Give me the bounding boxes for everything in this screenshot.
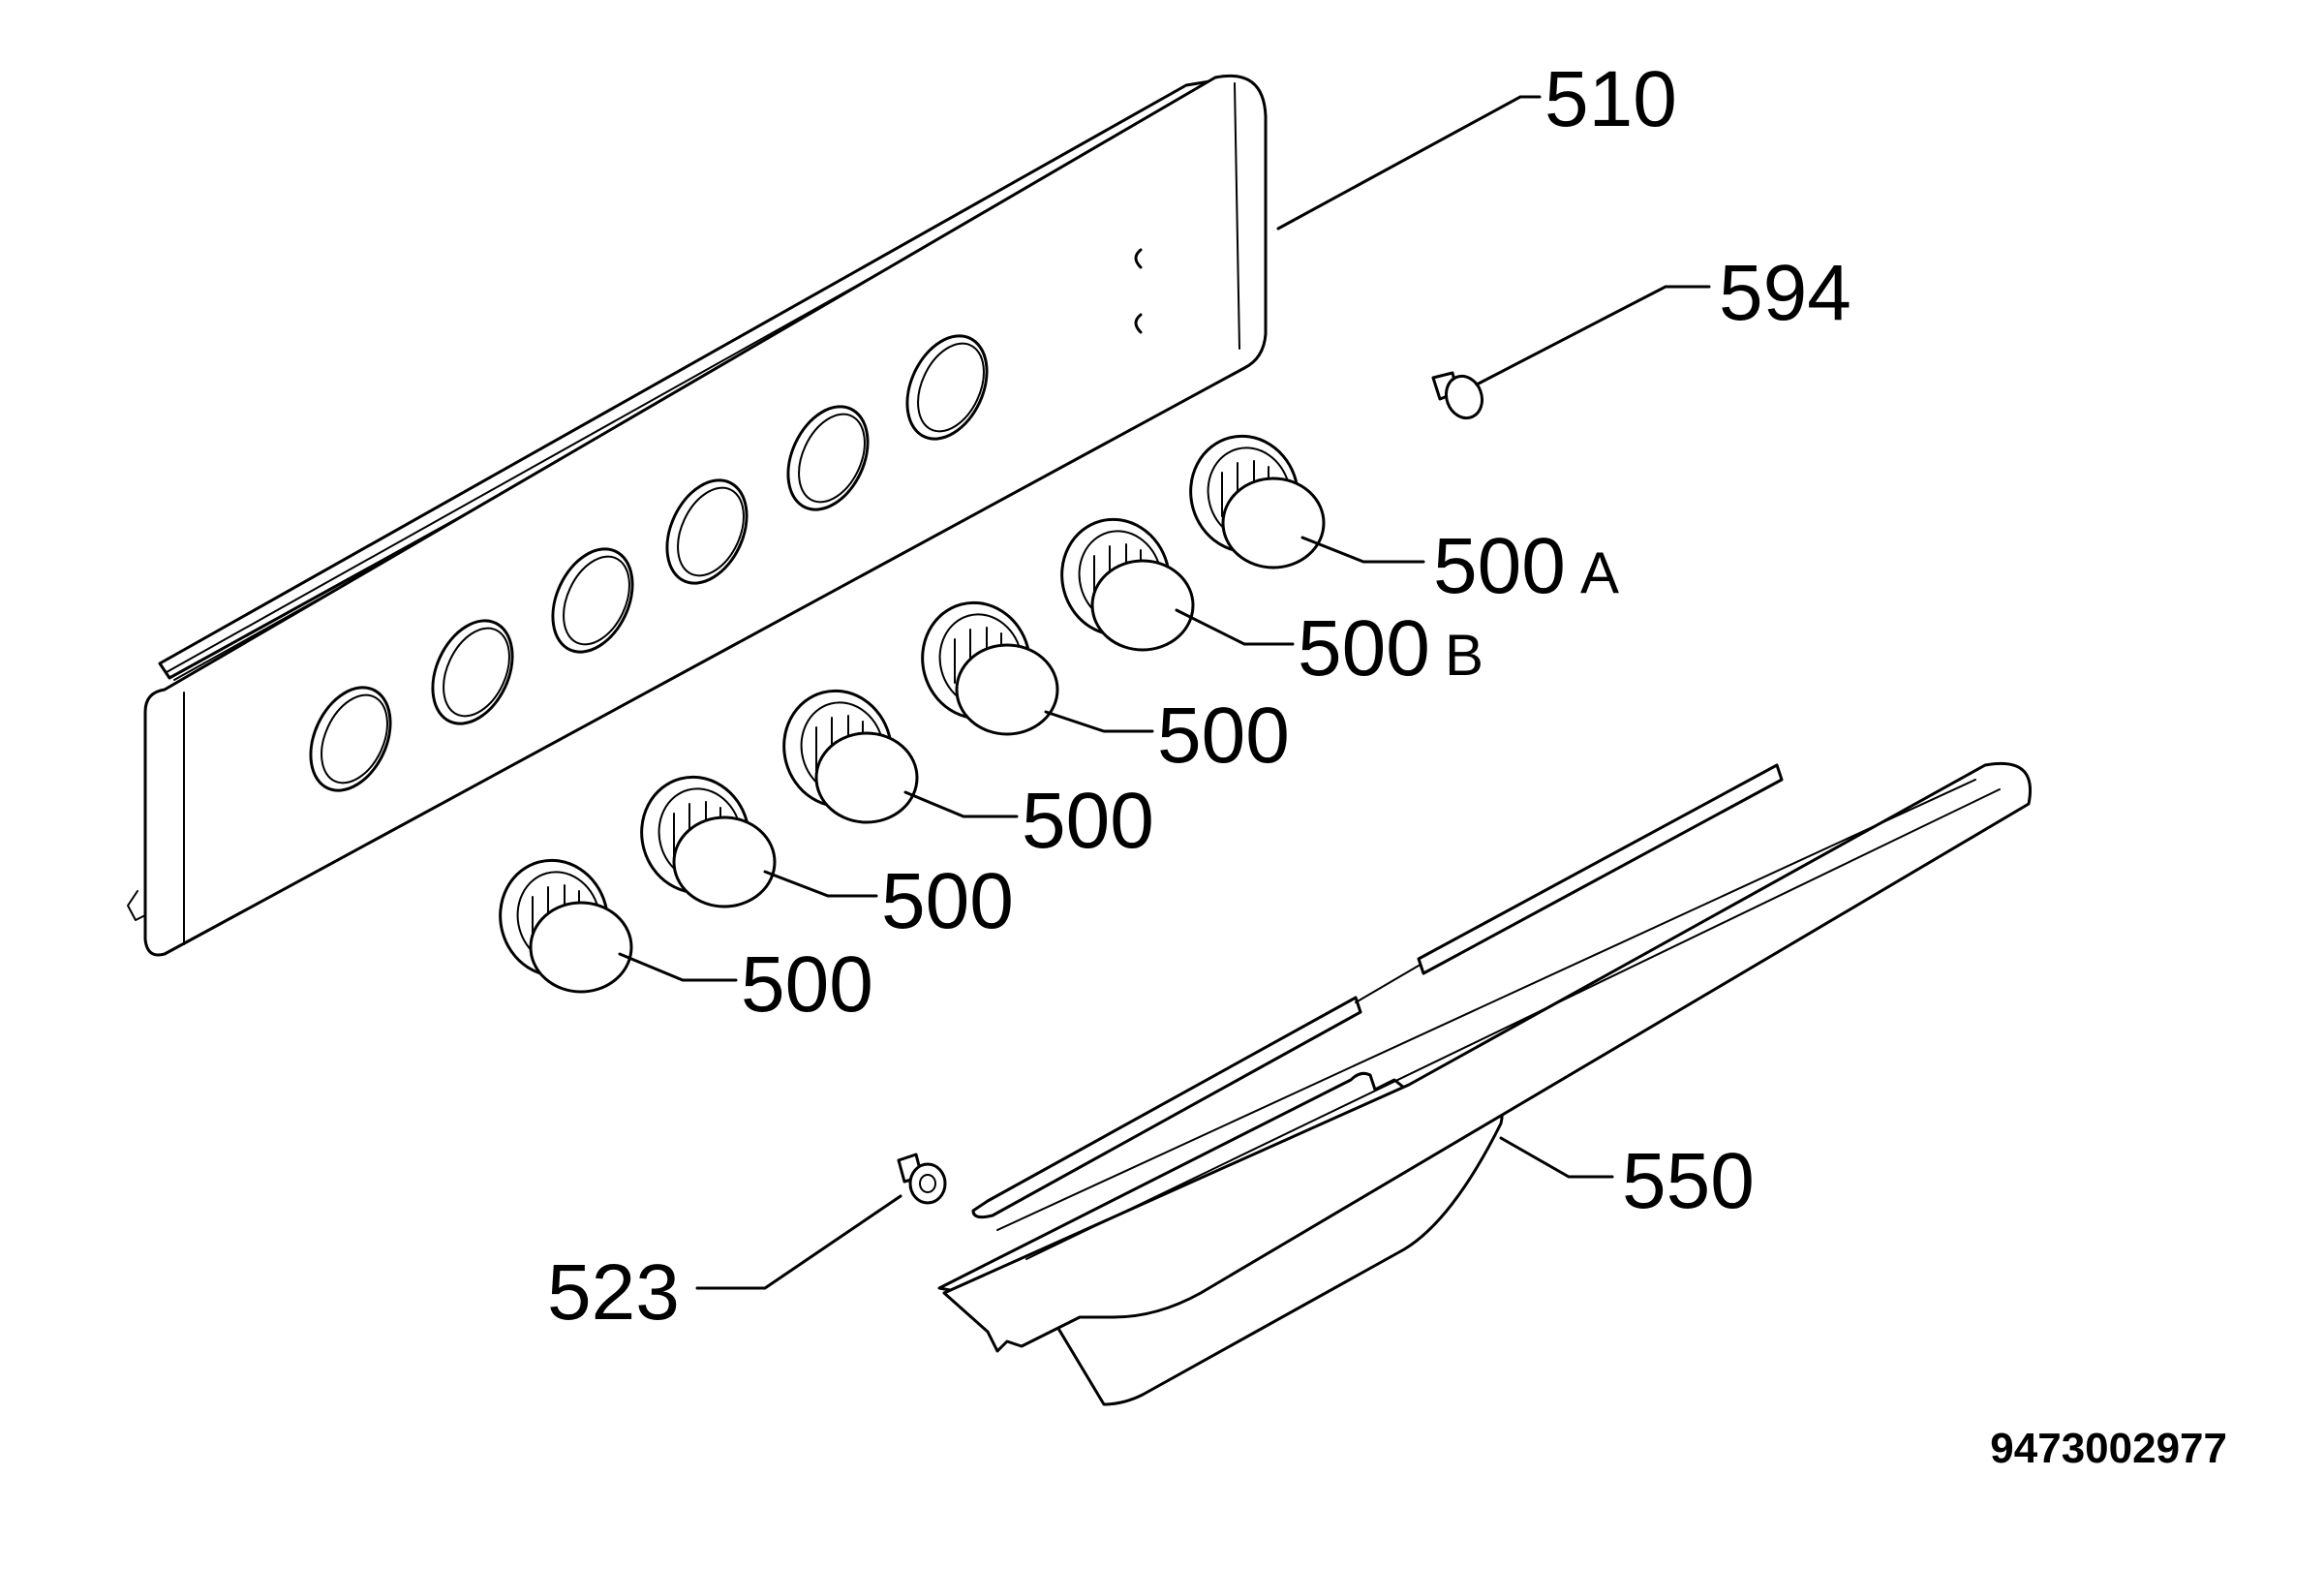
callout-500-4: 500 <box>741 940 873 1029</box>
leader-lines <box>618 95 1711 1290</box>
knob-500b <box>1060 517 1195 652</box>
callout-500-3: 500 <box>881 857 1014 945</box>
callout-510: 510 <box>1544 55 1677 143</box>
knob-holes <box>309 334 989 792</box>
callout-523: 523 <box>547 1248 680 1337</box>
knob-500a <box>1189 434 1326 569</box>
callout-500-2: 500 <box>1022 777 1154 865</box>
knob-500-2 <box>782 689 919 824</box>
screw-594 <box>1431 371 1484 420</box>
knob-500-1 <box>921 600 1059 736</box>
callout-500b: 500 <box>1298 604 1430 692</box>
screw-523 <box>897 1153 947 1205</box>
callout-594: 594 <box>1719 249 1851 337</box>
document-number: 9473002977 <box>1990 1425 2227 1472</box>
callout-550: 550 <box>1622 1137 1755 1225</box>
control-panel-510 <box>127 74 1268 957</box>
lower-panel-550 <box>937 761 2032 1406</box>
callout-500-1: 500 <box>1157 692 1290 780</box>
knob-500-4 <box>499 858 633 994</box>
callout-500b-suffix: B <box>1445 623 1483 688</box>
callout-500a-suffix: A <box>1580 540 1619 605</box>
callout-500a: 500 <box>1433 522 1566 610</box>
knob-500-3 <box>640 775 777 908</box>
